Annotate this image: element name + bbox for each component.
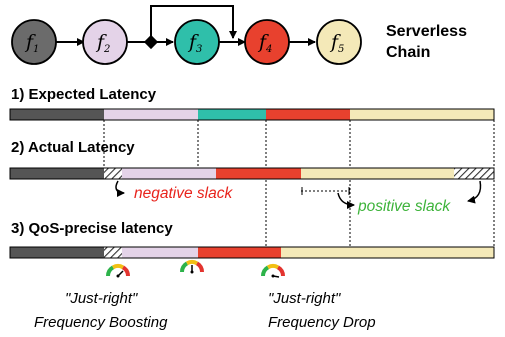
segment-f1 [10,168,104,179]
segment-f5 [301,168,454,179]
chain-title-line2: Chain [386,44,430,61]
segment-f4 [198,247,281,258]
chain-title-line1: Serverless [386,23,467,40]
function-circle [244,19,290,65]
positive-slack-label: positive slack [357,198,451,215]
bar-outline [9,246,495,259]
gauge-icon [261,264,285,278]
function-node-f1: f1 [11,19,57,65]
negative-slack-label: negative slack [134,185,233,202]
svg-text:f2: f2 [95,31,110,55]
function-circle [174,19,220,65]
segment-f2 [104,109,198,120]
bar-outline [9,108,495,121]
qos-latency-bar [9,246,495,259]
function-chain: f1 f2 f3 f4 f5 [11,5,362,65]
function-circle [11,19,57,65]
actual-latency-bar [9,167,495,180]
drop-label-line1: "Just-right" [268,290,341,307]
expected-latency-bar [9,108,495,121]
section-label-qos: 3) QoS-precise latency [11,220,173,237]
function-circle [82,19,128,65]
bar-outline [9,167,495,180]
svg-text:f4: f4 [257,31,272,55]
segment-f5 [350,109,494,120]
segment-f2 [122,168,216,179]
function-node-f4: f4 [244,19,290,65]
guide-lines [103,120,495,258]
segment-f3 [198,109,266,120]
function-node-f2: f2 [82,19,128,65]
segment-positive-slack [454,168,494,179]
edge-bypass-f4 [150,5,237,39]
segment-f5 [281,247,494,258]
positive-slack-ticks [301,187,350,195]
negative-slack-arrow [115,180,125,197]
segment-f1 [10,109,104,120]
segment-hatched [104,247,122,258]
segment-f4 [216,168,301,179]
gauge-icon [180,260,204,274]
boost-label-line1: "Just-right" [65,290,138,307]
split-diamond [143,34,159,50]
function-node-f5: f5 [316,19,362,65]
section-label-expected: 1) Expected Latency [11,86,157,103]
boost-label-line2: Frequency Boosting [34,314,168,331]
segment-f1 [10,247,104,258]
function-node-f3: f3 [174,19,220,65]
positive-slack-arrow-left [337,192,355,209]
svg-text:f5: f5 [329,31,344,55]
function-circle [316,19,362,65]
gauge-icon [106,264,130,278]
segment-f4 [266,109,350,120]
segment-f2 [122,247,198,258]
section-label-actual: 2) Actual Latency [11,139,135,156]
svg-text:f1: f1 [24,31,39,55]
segment-negative-slack [104,168,122,179]
positive-slack-arrow-right [467,180,482,204]
drop-label-line2: Frequency Drop [268,314,376,331]
svg-text:f3: f3 [187,31,202,55]
